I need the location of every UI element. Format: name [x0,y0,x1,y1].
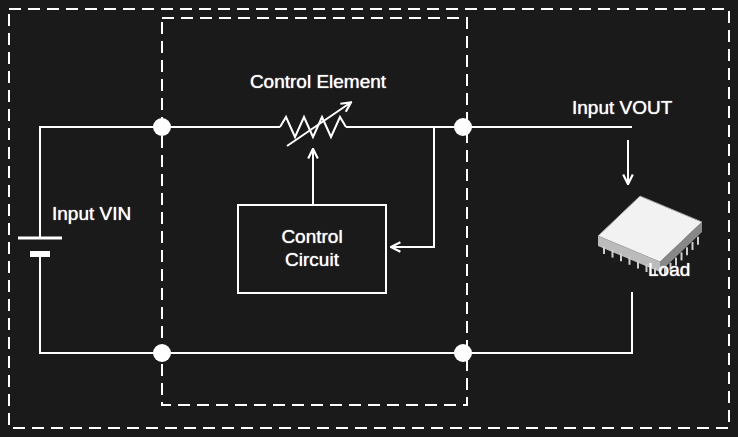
chip-pin [686,247,688,255]
signal-name: Input VOUT [572,97,672,119]
chip-pin [612,250,614,258]
process-box: Control Circuit [237,204,387,294]
chip-pin [697,237,699,245]
variable-arrow [287,103,350,146]
outer-boundary [9,9,729,428]
feedback-wire [392,127,434,247]
box-label: Control Circuit [267,226,357,272]
signal-name: Input VIN [52,203,131,225]
chip-pin [629,257,631,265]
resistor-symbol [280,117,346,137]
battery-symbol [18,238,62,254]
chip-pin [646,264,648,272]
chip-pin [637,260,639,268]
control-arrow [312,150,314,204]
regulator-boundary [162,18,467,405]
chip-pin [692,242,694,250]
chip-pin [620,253,622,261]
part-name: Control Element [250,71,386,93]
chip-pin [603,246,605,254]
junction-dots [153,118,472,362]
part-name: Load [648,259,690,281]
vout-arrow [627,140,629,183]
output-wire [346,126,632,128]
